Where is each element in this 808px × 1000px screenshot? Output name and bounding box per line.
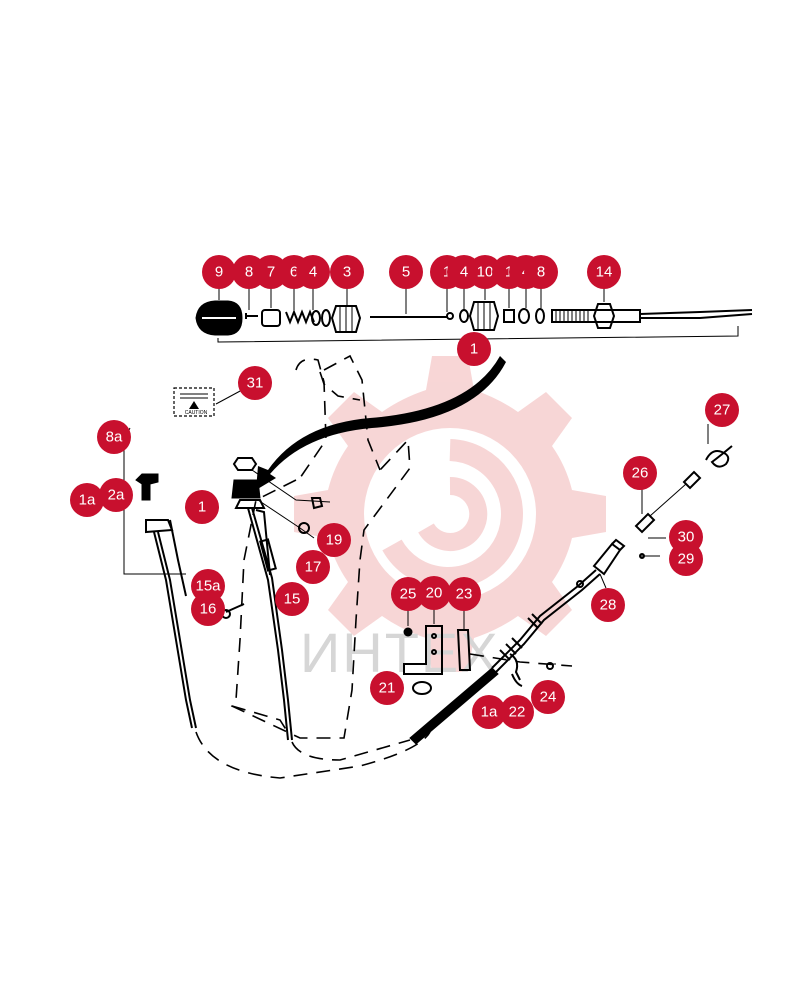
washer-part [311, 310, 321, 326]
svg-text:15: 15 [284, 591, 301, 608]
callout-19[interactable]: 19 [317, 523, 351, 557]
callout-1a[interactable]: 1a [472, 695, 506, 729]
watermark-text: ИНТЕХ [300, 621, 500, 684]
callouts: 9 8 7 6 4 3 5 1 4 10 1 4 8 14 1 31 8a 2a… [70, 255, 739, 729]
callout-23[interactable]: 23 [447, 577, 481, 611]
sleeve-part [261, 309, 281, 327]
washer-part [518, 308, 530, 324]
svg-text:1a: 1a [79, 492, 96, 509]
callout-20[interactable]: 20 [417, 576, 451, 610]
callout-5[interactable]: 5 [389, 255, 423, 289]
washer-part [535, 308, 545, 324]
caution-decal: CAUTION [173, 387, 243, 417]
washer-part [459, 309, 469, 323]
callout-8a[interactable]: 8a [97, 420, 131, 454]
svg-text:23: 23 [456, 586, 473, 603]
callout-10[interactable]: 10 [468, 255, 502, 289]
threaded-cable-end-part [551, 309, 641, 323]
svg-text:9: 9 [215, 264, 223, 281]
callout-31[interactable]: 31 [238, 366, 272, 400]
callout-1a[interactable]: 1a [70, 483, 104, 517]
secondary-lever-assembly [123, 427, 245, 729]
decal-caution-text: CAUTION [185, 410, 208, 416]
callout-4[interactable]: 4 [296, 255, 330, 289]
callout-22[interactable]: 22 [500, 695, 534, 729]
callout-26[interactable]: 26 [623, 456, 657, 490]
svg-text:31: 31 [247, 375, 264, 392]
svg-text:8: 8 [537, 264, 545, 281]
callout-2a[interactable]: 2a [99, 478, 133, 512]
callout-8[interactable]: 8 [524, 255, 558, 289]
svg-text:21: 21 [379, 680, 396, 697]
nut-part [503, 309, 515, 323]
washer-part [321, 309, 331, 327]
cable-route-line [195, 731, 431, 779]
svg-text:4: 4 [309, 264, 317, 281]
svg-text:1: 1 [470, 341, 478, 358]
svg-text:26: 26 [632, 465, 649, 482]
callout-24[interactable]: 24 [531, 680, 565, 714]
svg-text:10: 10 [477, 264, 494, 281]
svg-text:30: 30 [678, 529, 695, 546]
svg-text:1a: 1a [481, 704, 498, 721]
svg-text:4: 4 [460, 264, 468, 281]
callout-9[interactable]: 9 [202, 255, 236, 289]
callout-21[interactable]: 21 [370, 671, 404, 705]
callout-28[interactable]: 28 [591, 588, 625, 622]
svg-text:8a: 8a [106, 429, 123, 446]
right-cable-assembly [403, 424, 733, 745]
svg-text:3: 3 [343, 264, 351, 281]
svg-text:17: 17 [305, 559, 322, 576]
callout-3[interactable]: 3 [330, 255, 364, 289]
left-lever-assembly [231, 457, 331, 741]
callout-17[interactable]: 17 [296, 550, 330, 584]
svg-text:27: 27 [714, 402, 731, 419]
spring-part [285, 309, 315, 325]
svg-text:16: 16 [200, 601, 217, 618]
pin-part [245, 313, 258, 319]
svg-text:2a: 2a [108, 487, 125, 504]
callout-1[interactable]: 1 [457, 332, 491, 366]
callout-1[interactable]: 1 [185, 490, 219, 524]
svg-text:24: 24 [540, 689, 557, 706]
knurled-knob-part [468, 301, 500, 331]
console-outline [230, 354, 411, 739]
svg-text:29: 29 [678, 551, 695, 568]
ball-part [446, 312, 454, 320]
svg-text:8: 8 [245, 264, 253, 281]
callout-16[interactable]: 16 [191, 592, 225, 626]
svg-text:1: 1 [198, 499, 206, 516]
callout-15[interactable]: 15 [275, 582, 309, 616]
svg-text:6: 6 [290, 264, 298, 281]
cable-tail-part [639, 309, 753, 319]
cable-route-line [291, 739, 411, 761]
callout-25[interactable]: 25 [391, 577, 425, 611]
assembly-arrow [256, 356, 506, 490]
svg-text:19: 19 [326, 532, 343, 549]
svg-text:20: 20 [426, 585, 443, 602]
svg-text:28: 28 [600, 597, 617, 614]
hex-nut-part [592, 303, 616, 329]
svg-text:22: 22 [509, 704, 526, 721]
callout-27[interactable]: 27 [705, 393, 739, 427]
callout-14[interactable]: 14 [587, 255, 621, 289]
svg-text:5: 5 [402, 264, 410, 281]
top-parts-row [195, 284, 753, 343]
svg-text:25: 25 [400, 586, 417, 603]
callout-29[interactable]: 29 [669, 542, 703, 576]
knurled-nut-part [330, 305, 362, 333]
svg-text:14: 14 [596, 264, 613, 281]
svg-text:7: 7 [267, 264, 275, 281]
svg-text:15a: 15a [195, 578, 221, 595]
